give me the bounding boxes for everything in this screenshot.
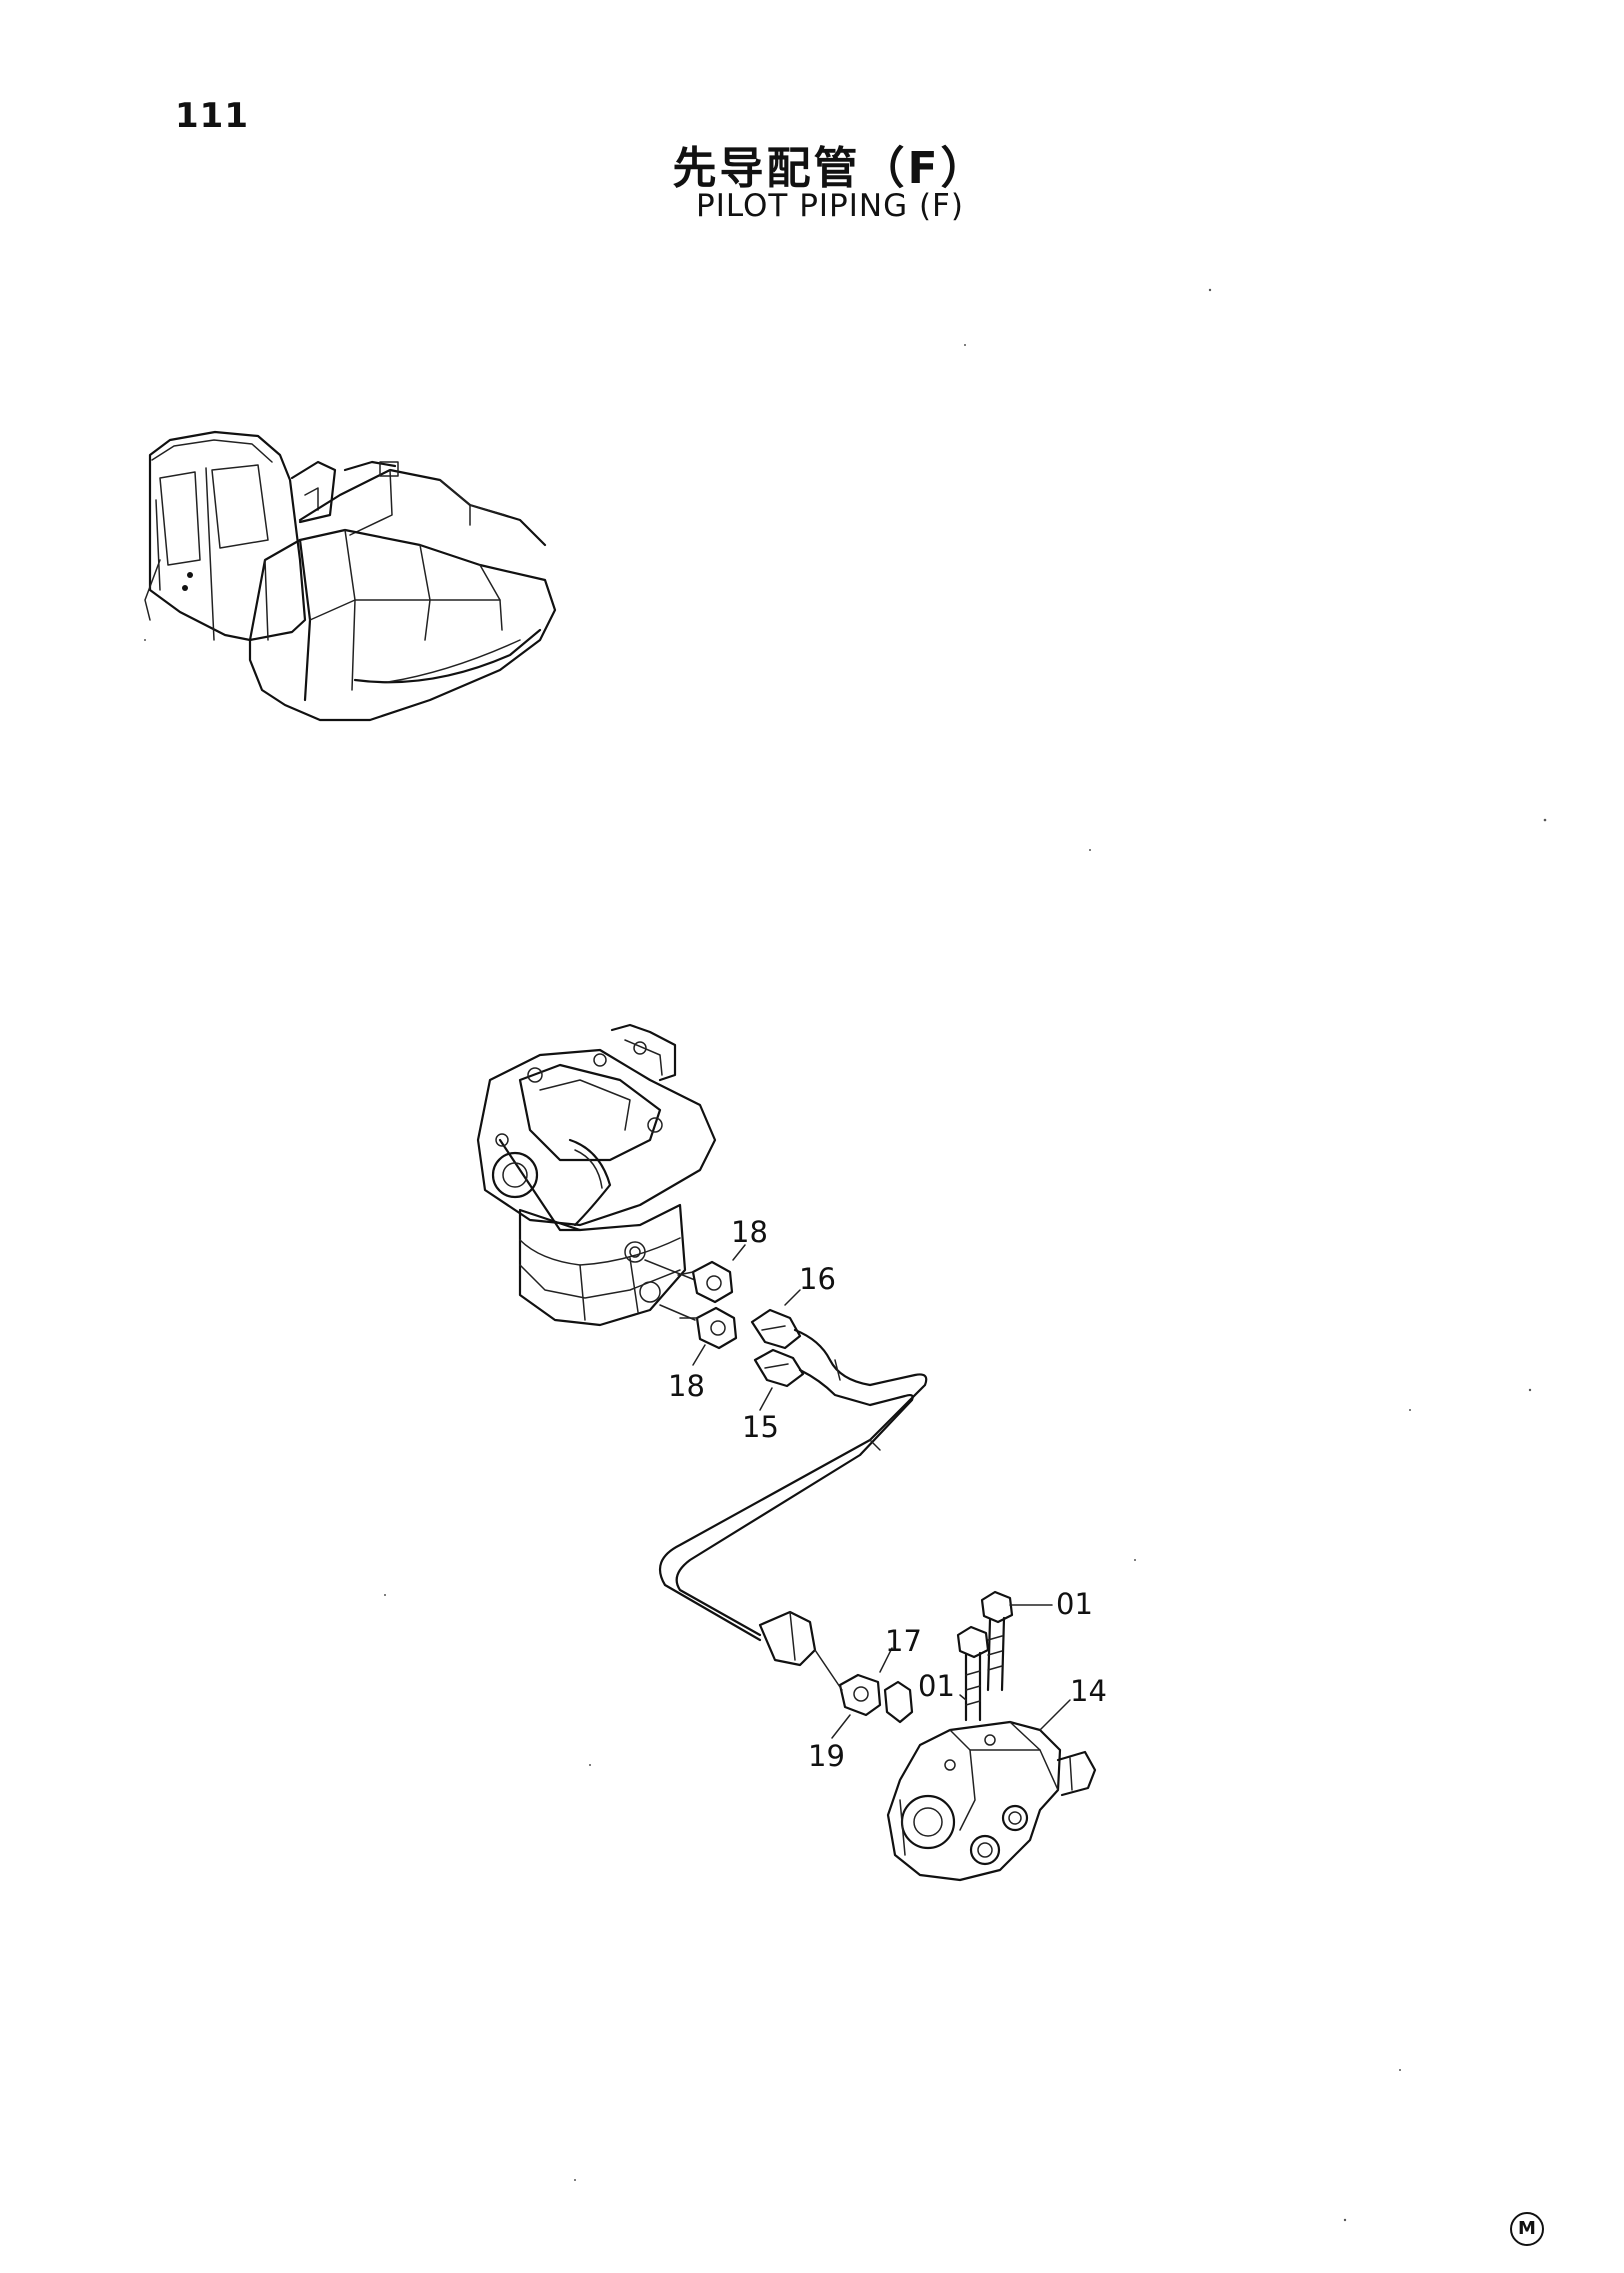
m-mark-icon: M [1510, 2212, 1544, 2246]
bolt-icon [980, 1590, 1014, 1692]
page-number: 111 [175, 96, 249, 136]
callout-17: 17 [885, 1624, 922, 1658]
page-title-chinese: 先导配管（F） [672, 143, 988, 194]
callout-14: 14 [1070, 1674, 1107, 1708]
travel-valve-icon [886, 1720, 1097, 1882]
callout-18-upper: 18 [731, 1215, 768, 1249]
leader-lines [692, 1244, 1071, 1739]
callout-01-upper: 01 [1056, 1587, 1093, 1621]
scan-specks [144, 288, 1547, 2222]
pipe-icon [658, 1328, 928, 1642]
callout-01-lower: 01 [918, 1669, 955, 1703]
pilot-valve-icon [476, 1023, 717, 1327]
fitting-icon [750, 1308, 805, 1388]
callout-18-lower: 18 [668, 1369, 705, 1403]
page-title-english: PILOT PIPING (F) [696, 188, 964, 224]
fitting-icon [758, 1610, 914, 1724]
bolt-icon [956, 1625, 990, 1722]
callout-15: 15 [742, 1410, 779, 1444]
callout-16: 16 [799, 1262, 836, 1296]
fitting-icon [644, 1259, 738, 1350]
callout-19: 19 [808, 1739, 845, 1773]
excavator-overview-icon [144, 430, 557, 722]
